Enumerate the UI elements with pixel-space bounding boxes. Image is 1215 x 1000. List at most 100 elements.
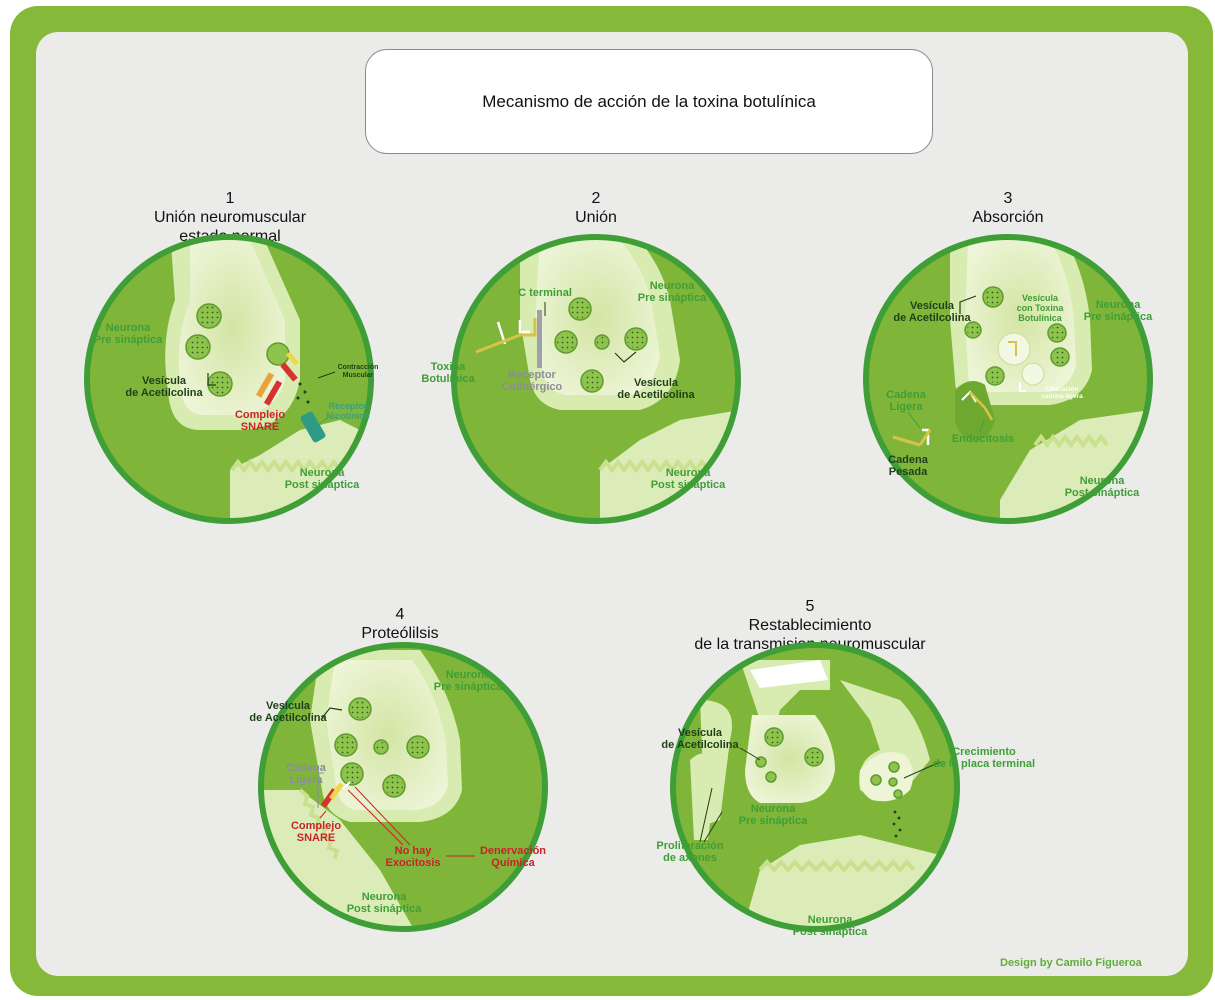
panel-5-folds <box>758 858 916 874</box>
panel-3-toxvesicle-label-1: Vesícula <box>1022 293 1059 303</box>
panel-4-ring <box>258 642 548 932</box>
panel-5-vesicle-label-2: de Acetilcolina <box>661 739 739 751</box>
panel-4-denervation-label-1: Denervación <box>480 845 546 857</box>
panel-5-axons-label-2: de axones <box>663 852 717 864</box>
panel-5-post-label-2: Post sináptica <box>793 926 868 938</box>
panel-1-ach-dot <box>296 396 300 400</box>
panel-5-ach-dot <box>893 810 897 814</box>
panel-4-noexo-leader <box>347 789 404 846</box>
panel-3-light-label-1: Cadena <box>886 389 927 401</box>
panel-2-ring <box>451 234 741 524</box>
panel-3-releasing-vesicle <box>1021 362 1045 386</box>
panel-3-pre-label-1: Neurona <box>1096 299 1142 311</box>
panel-1-vesicle-dots <box>210 374 230 394</box>
panel-4-vesicle-label-2: de Acetilcolina <box>249 712 327 724</box>
panel-1-post-label-1: Neurona <box>300 467 346 479</box>
panel-2-pre-label-1: Neurona <box>650 280 696 292</box>
panel-4-snare-leader <box>319 810 327 819</box>
panel-1-receptor-leader <box>317 414 333 426</box>
panel-3-heading-line-1: Absorción <box>972 209 1044 226</box>
panel-4-folds <box>298 788 340 860</box>
panel-1-ring <box>84 234 374 524</box>
panel-1-heading-line-1: Unión neuromuscular <box>153 209 307 226</box>
panel-4-light-label-2: Ligera <box>289 774 323 786</box>
title-box: Mecanismo de acción de la toxina botulín… <box>365 49 933 154</box>
panel-5-axons-label-1: Proliferación <box>656 840 724 852</box>
panel-4-vesicle-dots <box>343 765 361 783</box>
panel-5-new-terminal <box>859 752 914 802</box>
panel-5-ach-dot <box>894 834 898 838</box>
panel-5-vesicle <box>888 777 898 787</box>
panel-1-ach-dot <box>306 400 310 404</box>
panel-1-snare-label-2: SNARE <box>241 421 280 433</box>
panel-5-circle: Vesícula de Acetilcolina Crecimiento de … <box>656 642 1035 938</box>
panel-2-receptor <box>537 310 542 368</box>
panel-1-snare-yellow <box>255 372 275 398</box>
panel-1-number: 1 <box>225 190 235 207</box>
panel-3-vesicle-dots <box>985 289 1001 305</box>
panel-1-post-label-2: Post sináptica <box>285 479 360 491</box>
panel-4-snare-yellow <box>329 782 344 801</box>
panel-5-pre-label-1: Neurona <box>751 803 797 815</box>
panel-4-pre-label-1: Neurona <box>446 669 492 681</box>
panel-1-ach-dot <box>303 390 307 394</box>
panel-2-vesicle-dots <box>597 337 607 347</box>
panel-1-contraction-leader <box>317 371 336 379</box>
panel-4-light-leader <box>317 772 324 808</box>
panel-2-folds <box>598 458 710 474</box>
panel-2-vesicle-label-2: de Acetilcolina <box>617 389 695 401</box>
panel-4-light-chain <box>342 781 351 790</box>
panel-3-toxvesicle-label-3: Botulínica <box>1018 313 1062 323</box>
panel-5-ach-dot <box>892 822 896 826</box>
panel-5-vesicle <box>870 774 882 786</box>
panel-2-vesicle-dots <box>627 330 645 348</box>
panel-3-vesicle-leader <box>959 295 977 314</box>
panel-4-vesicle-dots <box>376 742 386 752</box>
panel-5-ach-dot <box>897 816 901 820</box>
panel-4-vesicle-leader <box>321 707 343 719</box>
panel-1-contraction-label-1: Contracción <box>338 364 379 371</box>
panel-4-denervation-label-2: Química <box>491 857 535 869</box>
panel-3-light-chain-released <box>1019 382 1026 392</box>
panel-2-receptor-label-2: Colinérgico <box>502 381 563 393</box>
panel-5-axon-sprout <box>690 753 715 840</box>
panel-3-pre-label-2: Pre sináptica <box>1084 311 1153 323</box>
panel-2-heading-line-1: Unión <box>575 209 617 226</box>
panel-3-toxvesicle-label-2: con Toxina <box>1017 303 1065 313</box>
panel-3-endo-leader <box>979 419 985 433</box>
panel-2-cterm-label: C terminal <box>518 287 572 299</box>
panel-1-vesicle-leader <box>207 373 216 386</box>
panel-2-vesicle-dots <box>557 333 575 351</box>
panel-3-vesicle-dots <box>988 369 1002 383</box>
panel-3-heading: 3 Absorción <box>908 189 1108 227</box>
panel-1-snare-label-1: Complejo <box>235 409 285 421</box>
panel-2-vesicle-dots <box>571 300 589 318</box>
panel-1-vesicle-label-2: de Acetilcolina <box>125 387 203 399</box>
panel-4-pre-label-2: Pre sináptica <box>434 681 503 693</box>
panel-3-heavy-chain <box>892 435 921 447</box>
panel-1-folds <box>230 458 342 474</box>
panel-4-light-label-1: Cadena <box>286 762 327 774</box>
panel-5-vesicle <box>765 771 777 783</box>
panel-4-vesicle-dots <box>351 700 369 718</box>
panel-5-vesicle <box>888 761 900 773</box>
panel-5-vesicle-label-1: Vesícula <box>678 727 723 739</box>
panel-1-vesicle-fusing <box>266 342 290 366</box>
panel-4-noexo-leader <box>354 786 411 846</box>
panel-1-vesicle-label-1: Vesícula <box>142 375 187 387</box>
panel-2-vesicle-label-1: Vesícula <box>634 377 679 389</box>
panel-4-vesicle-dots <box>409 738 427 756</box>
panel-1-snare-red <box>263 380 283 406</box>
panel-1-pre-label-1: Neurona <box>106 322 152 334</box>
panel-2-toxin-light-chain <box>518 320 530 334</box>
panel-1-circle: Neurona Pre sináptica Vesícula de Acetil… <box>84 234 379 524</box>
panel-4-snare-label-1: Complejo <box>291 820 341 832</box>
panel-2-presynaptic-core <box>535 240 660 395</box>
panel-3-light-leader <box>907 411 921 429</box>
panel-1-receptor-label-1: Receptor <box>328 401 368 411</box>
panel-3-light-label-2: Ligera <box>889 401 923 413</box>
panel-2-vesicle-dots <box>583 372 601 390</box>
panel-3-vesicle-dots <box>1053 350 1067 364</box>
panel-3-endocytosis-label: Endocitosis <box>952 433 1014 445</box>
panel-5-terminal-label-1: Crecimiento <box>952 746 1016 758</box>
